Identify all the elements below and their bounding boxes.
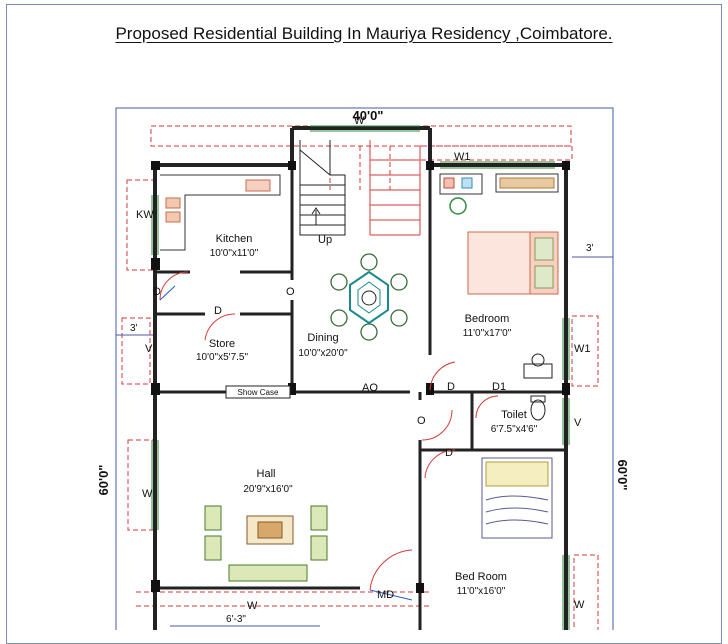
toilet-size: 6'7.5"x4'6" <box>491 424 538 435</box>
dining-name: Dining <box>307 332 338 344</box>
toilet-fixture <box>530 395 546 421</box>
doors <box>159 271 499 601</box>
hall-size: 20'9"x16'0" <box>243 484 293 495</box>
dim-top: 40'0" <box>353 108 384 123</box>
d-kitchen-label: D <box>153 286 161 298</box>
d-store-label: D <box>214 305 222 317</box>
o-hall-label: O <box>417 415 426 427</box>
stair-red <box>369 140 421 236</box>
kitchen-name: Kitchen <box>216 233 253 245</box>
staircase <box>299 140 346 236</box>
dim-left: 60'0" <box>96 465 111 496</box>
hall-name: Hall <box>257 468 276 480</box>
md-label: MD <box>377 589 394 601</box>
bedroom2-name: Bed Room <box>455 571 507 583</box>
bed-2 <box>481 457 553 539</box>
dim-right: 60'0" <box>615 460 630 491</box>
show-case-label: Show Case <box>238 388 279 397</box>
windows <box>151 125 570 630</box>
dining-table <box>330 253 408 341</box>
plan-title-text: Proposed Residential Building In Mauriya… <box>115 24 613 43</box>
v-store-label: V <box>145 343 153 355</box>
kitchen-size: 10'0"x11'0" <box>210 248 259 259</box>
center-table <box>246 515 294 545</box>
d-bed-label: D <box>447 381 455 393</box>
plot-boundary <box>115 107 614 630</box>
w-bottom-label: W <box>247 600 258 612</box>
plan-title: Proposed Residential Building In Mauriya… <box>0 24 728 44</box>
store-name: Store <box>209 338 235 350</box>
bed-1 <box>467 231 559 295</box>
dim-bottom: 6'-3" <box>226 614 246 625</box>
bedroom-name: Bedroom <box>465 313 510 325</box>
w1-top-label: W1 <box>454 151 471 163</box>
w-bed2-label: W <box>574 599 585 611</box>
w-hall-label: W <box>142 488 153 500</box>
dimension-lines <box>116 256 613 627</box>
floor-plan-page: Proposed Residential Building In Mauriya… <box>0 4 728 644</box>
kw-label: KW <box>136 209 154 221</box>
w-stair-label: W <box>354 115 365 127</box>
bedroom2-size: 11'0"x16'0" <box>457 586 506 597</box>
sofa-set <box>204 505 328 582</box>
o-dining-label: O <box>286 286 295 298</box>
up-label: Up <box>318 234 332 246</box>
toilet-name: Toilet <box>501 409 527 421</box>
dim-setback-right: 3' <box>586 243 594 254</box>
floor-plan-drawing: Kitchen 10'0"x11'0" Store 10'0"x5'7.5" D… <box>96 107 630 630</box>
d1-label: D1 <box>492 381 506 393</box>
kitchen-counter <box>160 174 281 251</box>
d-bed2-label: D <box>445 447 453 459</box>
bedroom-size: 11'0"x17'0" <box>463 328 512 339</box>
w1-right-label: W1 <box>574 343 591 355</box>
v-toilet-label: V <box>574 417 582 429</box>
study-desk <box>439 173 483 215</box>
wardrobe <box>495 173 559 193</box>
dim-setback-left: 3' <box>130 323 138 334</box>
dining-size: 10'0"x20'0" <box>298 348 348 359</box>
store-size: 10'0"x5'7.5" <box>196 352 249 363</box>
sink-unit <box>523 353 553 379</box>
show-case <box>225 385 291 399</box>
ao-label: AO <box>362 382 378 394</box>
